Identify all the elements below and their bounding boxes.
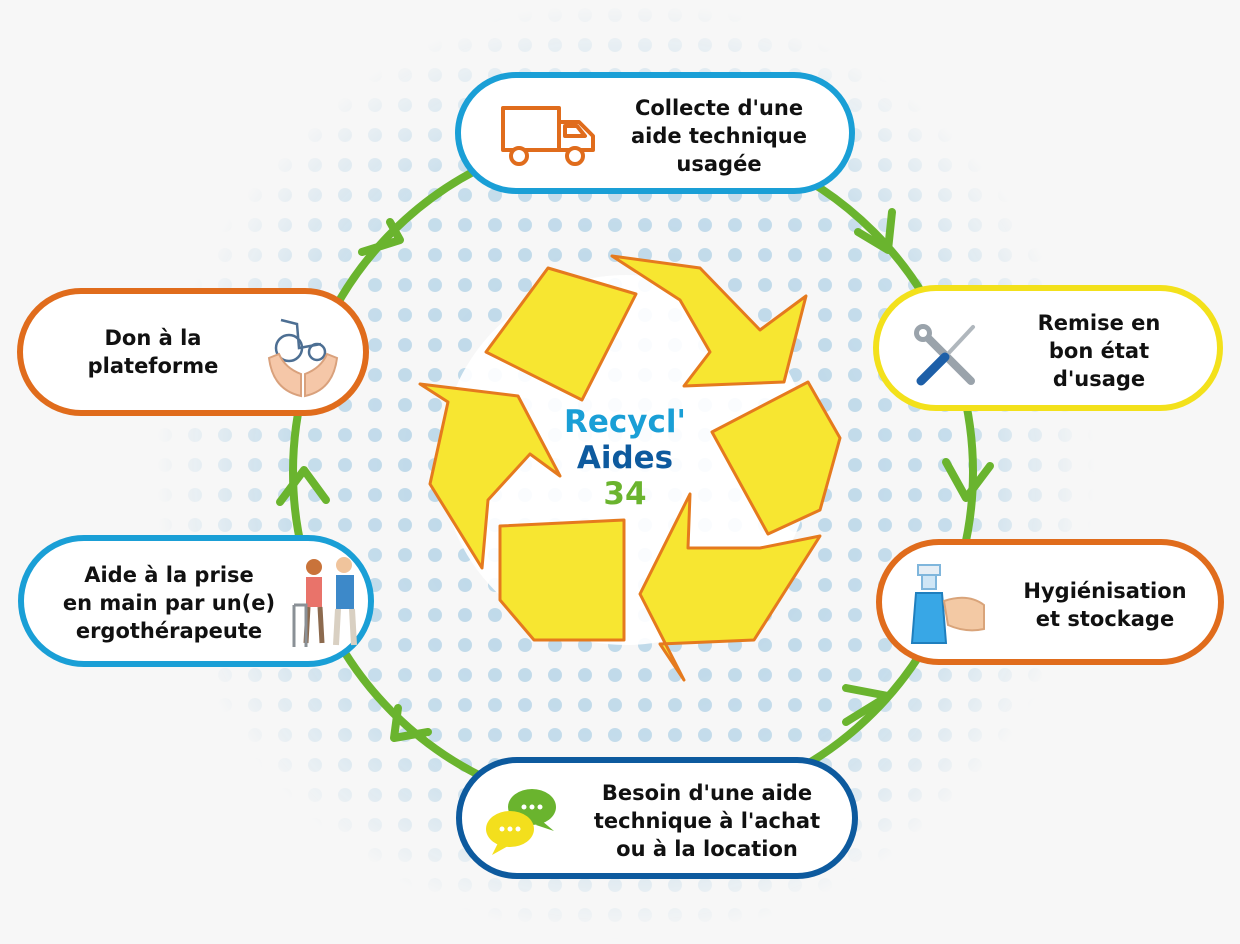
center-title-line1: Recycl': [564, 404, 686, 440]
walker-assist-icon: [292, 557, 357, 647]
step-hygiene: Hygiénisation et stockage: [876, 539, 1224, 665]
ring-arrow-bottomleft: [390, 704, 432, 742]
chat-bubbles-icon: [486, 789, 556, 855]
ring-arrow-topright: [854, 208, 896, 254]
recycle-arrow-bottom-right: [638, 492, 822, 682]
recycle-symbol: [418, 254, 842, 682]
step-ergo: Aide à la prise en main par un(e) ergoth…: [18, 535, 374, 667]
ring-arrow-left: [276, 466, 330, 506]
recycle-arrow-left: [418, 382, 562, 570]
step-hygiene-label: Hygiénisation et stockage: [1023, 579, 1187, 631]
center-title: Recycl' Aides 34: [540, 404, 710, 512]
step-don: Don à la plateforme: [17, 288, 369, 416]
center-title-line3: 34: [603, 476, 647, 512]
ring-arrow-topleft: [358, 218, 404, 256]
step-remise-label: Remise en bon état d'usage: [1037, 311, 1161, 391]
tools-icon: [914, 324, 975, 386]
recycle-segment-right: [710, 380, 842, 536]
hands-wheelchair-icon: [267, 318, 339, 398]
step-besoin: Besoin d'une aide technique à l'achat ou…: [456, 757, 858, 879]
recycle-arrow-top-right: [610, 254, 808, 388]
step-remise: Remise en bon état d'usage: [873, 285, 1223, 411]
recycle-segment-top-left: [484, 266, 638, 402]
step-ergo-label: Aide à la prise en main par un(e) ergoth…: [62, 563, 276, 643]
ring-arrow-right: [942, 458, 994, 502]
step-collecte: Collecte d'une aide technique usagée: [455, 72, 855, 194]
step-besoin-label: Besoin d'une aide technique à l'achat ou…: [593, 781, 821, 861]
center-title-line2: Aides: [576, 440, 674, 476]
step-don-label: Don à la plateforme: [87, 326, 219, 378]
step-collecte-label: Collecte d'une aide technique usagée: [630, 96, 807, 176]
recycle-segment-bottom-left: [498, 518, 626, 642]
spray-bottle-icon: [910, 564, 985, 644]
truck-icon: [501, 106, 595, 166]
ring-arrow-bottomright: [842, 684, 892, 726]
